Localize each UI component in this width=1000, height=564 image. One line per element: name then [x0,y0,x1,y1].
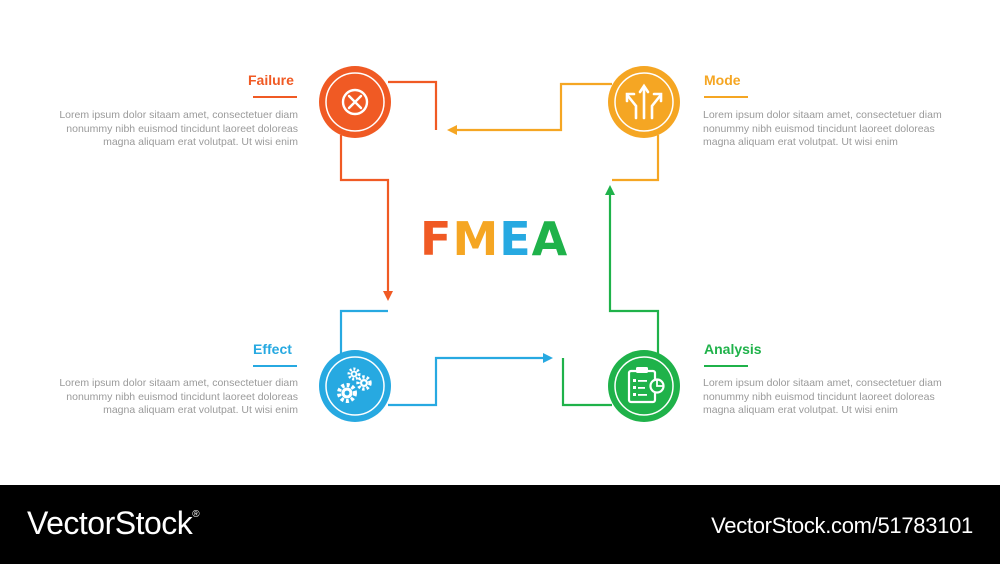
fmea-letter-e: E [499,212,532,266]
mode-node [608,66,680,138]
brand-name: VectorStock [27,505,193,541]
watermark-footer: VectorStock® VectorStock.com/51783101 [0,485,1000,564]
analysis-to-mode-arrow [605,185,660,355]
failure-description: Lorem ipsum dolor sitaam amet, consectet… [59,109,298,148]
fmea-title: FMEA [420,212,580,266]
effect-description: Lorem ipsum dolor sitaam amet, consectet… [59,377,298,416]
failure-to-effect-arrow [339,135,393,301]
registered-mark: ® [192,509,200,520]
effect-connector [339,309,388,355]
infographic-canvas: Failure Lorem ipsum dolor sitaam amet, c… [59,66,942,422]
analysis-underline [704,365,748,367]
failure-title: Failure [248,72,294,88]
fmea-letter-a: A [531,212,569,266]
analysis-description: Lorem ipsum dolor sitaam amet, consectet… [703,377,942,416]
fmea-cycle-diagram [319,66,680,422]
effect-title: Effect [253,341,292,357]
gears-icon [337,367,372,403]
analysis-node [608,350,680,422]
failure-connector [388,80,438,130]
mode-title: Mode [704,72,741,88]
mode-underline [704,96,748,98]
vectorstock-logo: VectorStock® [27,505,200,542]
failure-underline [253,96,297,98]
analysis-title: Analysis [704,341,762,357]
effect-to-analysis-arrow [388,353,553,407]
close-circle-icon [341,88,369,116]
effect-node [319,350,391,422]
mode-to-failure-arrow [447,82,612,135]
split-arrows-icon [625,83,663,120]
effect-underline [253,365,297,367]
clipboard-analysis-icon [627,367,665,404]
watermark-url: VectorStock.com/51783101 [711,513,973,538]
analysis-connector [561,358,612,407]
fmea-letter-f: F [420,212,453,266]
fmea-letter-m: M [452,212,500,266]
failure-node [319,66,391,138]
mode-description: Lorem ipsum dolor sitaam amet, consectet… [703,109,942,148]
mode-connector [612,135,660,182]
